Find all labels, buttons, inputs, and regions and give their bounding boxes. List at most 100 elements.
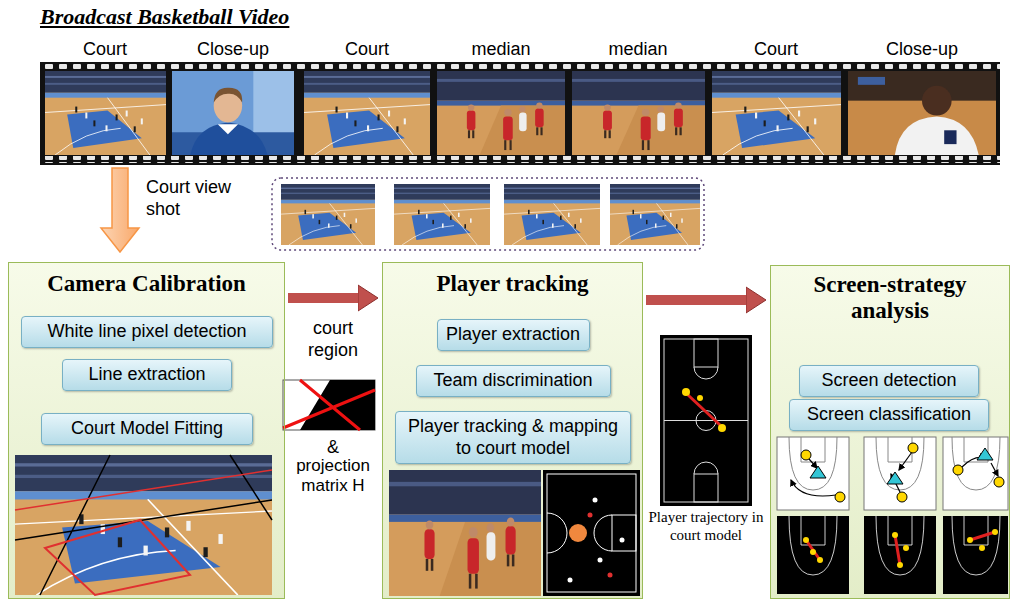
screen-diagram: [899, 452, 912, 470]
down-arrow: [101, 168, 139, 252]
frame-label: median: [471, 39, 530, 61]
trajectory-court: [664, 420, 748, 421]
screen-diagram: [817, 557, 823, 563]
box-text: Team discrimination: [425, 370, 602, 392]
panel-heading: Camera Calibration: [15, 271, 278, 297]
calibration-photo: [15, 455, 272, 595]
screen-diagram: [908, 443, 918, 453]
box-text: Screen detection: [808, 370, 970, 392]
process-panel: Screen-strategy analysisScreen detection…: [770, 265, 1010, 599]
court-model-map: [543, 470, 640, 596]
film-strip: [848, 71, 996, 155]
screen-diagram: [789, 516, 837, 575]
screen-diagram: [777, 437, 1008, 594]
process-box: Player extraction: [437, 319, 590, 351]
frame-label: median: [608, 39, 667, 61]
court-model-map: [547, 474, 636, 592]
flow-arrow: [288, 293, 359, 303]
screen-diagram: [994, 477, 1004, 487]
frame-label: Close-up: [197, 39, 269, 61]
process-panel: Player trackingPlayer extractionTeam dis…: [382, 262, 643, 599]
film-strip: [172, 71, 294, 155]
process-box: Screen detection: [799, 365, 979, 397]
court-view-frames: [394, 184, 490, 245]
screen-diagram: [887, 472, 903, 484]
screen-diagram: [895, 535, 900, 565]
screen-diagram: [892, 532, 909, 568]
panel-ground: [8, 262, 285, 599]
panel-heading: Screen-strategy analysis: [777, 272, 1003, 325]
court-view-frames: [610, 184, 700, 245]
calibration-photo: [45, 520, 190, 595]
screen-diagram: [806, 540, 820, 560]
film-strip: [572, 71, 705, 155]
trajectory-court: [682, 388, 726, 432]
panel-ground: [382, 262, 643, 599]
process-box: Line extraction: [62, 359, 232, 391]
trajectory-court: [688, 395, 720, 425]
process-box: Player tracking & mapping to court model: [395, 411, 631, 464]
panel-heading: Player tracking: [389, 271, 636, 297]
frame-label: Court: [83, 39, 127, 61]
panel-ground: [8, 262, 1010, 599]
process-box: Team discrimination: [416, 365, 611, 397]
court-model-map: [568, 578, 573, 583]
court-model-map: [568, 498, 625, 583]
box-text: Screen classification: [798, 404, 980, 426]
screen-diagram: [992, 529, 998, 535]
court-view-frames: [272, 178, 704, 250]
trajectory-court: [664, 339, 748, 502]
court-model-map: [612, 515, 636, 551]
screen-diagram: [897, 562, 903, 568]
screen-diagram: [835, 492, 845, 502]
screen-diagram: [876, 437, 924, 490]
screen-diagram: [897, 492, 907, 502]
box-text: White line pixel detection: [30, 321, 264, 343]
trajectory-court: [694, 462, 718, 474]
process-box: White line pixel detection: [21, 316, 273, 348]
court-region-image: [283, 380, 375, 430]
screen-diagram: [791, 480, 836, 496]
box-text: Player tracking & mapping to court model: [404, 416, 622, 459]
figure-title: Broadcast Basketball Video: [40, 4, 289, 30]
court-view-frames: [281, 184, 375, 245]
annotation: court region: [290, 318, 376, 361]
frame-label: Close-up: [886, 39, 958, 61]
screen-diagram: [991, 463, 998, 476]
trajectory-court: [718, 424, 726, 432]
court-view-frames: [504, 184, 600, 245]
film-strip: [304, 71, 430, 155]
screen-diagram: [876, 516, 924, 575]
trajectory-court: [694, 339, 718, 367]
annotation: projection matrix H: [288, 456, 378, 497]
screen-diagram: [967, 537, 973, 543]
court-model-map: [547, 513, 567, 553]
court-region-image: [283, 380, 375, 430]
court-model-map: [594, 515, 612, 551]
film-strip: [40, 156, 1000, 163]
trajectory-court: [694, 367, 718, 379]
film-strip: [437, 71, 565, 155]
calibration-photo: [15, 470, 272, 510]
calibration-photo: [15, 455, 272, 595]
screen-diagram: [952, 437, 1000, 490]
calibration-photo: [15, 455, 272, 595]
flow-arrow: [646, 295, 747, 305]
court-region-image: [283, 380, 375, 430]
screen-diagram: [943, 516, 1008, 594]
court-model-map: [620, 538, 625, 543]
trajectory-court: [660, 335, 752, 506]
court-model-map: [543, 470, 640, 596]
screen-diagram: [977, 448, 993, 460]
film-strip: [40, 63, 1000, 70]
screen-diagram: [789, 437, 837, 490]
screen-diagram: [970, 532, 995, 540]
court-model-map: [569, 524, 587, 542]
screen-diagram: [952, 516, 1000, 575]
screen-diagram: [803, 537, 809, 543]
court-model-map: [588, 513, 613, 578]
trajectory-court: [697, 395, 703, 401]
court-model-map: [598, 558, 603, 563]
trajectory-court: [660, 335, 752, 506]
